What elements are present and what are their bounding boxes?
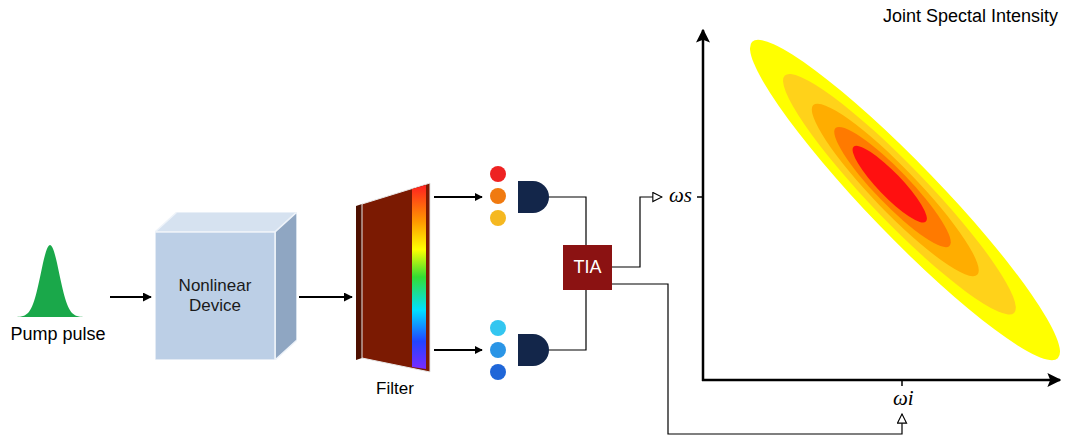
jsi-contour bbox=[845, 138, 935, 229]
wire bbox=[549, 197, 586, 245]
idler-axis-label: ωi bbox=[892, 386, 915, 411]
photon-dot bbox=[490, 188, 506, 204]
beam-arrow bbox=[434, 196, 482, 198]
x-axis bbox=[702, 379, 1060, 382]
tia-body bbox=[563, 245, 612, 290]
jsi-contour bbox=[765, 56, 1035, 332]
photon-dot bbox=[490, 320, 506, 336]
axis-tick bbox=[697, 196, 703, 198]
node-label: Pump pulse bbox=[0, 324, 118, 345]
node-label: TIA bbox=[563, 245, 612, 290]
filter-shape bbox=[356, 182, 434, 402]
detector-symbol bbox=[518, 181, 549, 213]
flow-arrow bbox=[299, 296, 352, 298]
node-label: Filter bbox=[346, 379, 444, 399]
jsi-plot bbox=[726, 17, 1066, 384]
cube-side bbox=[275, 212, 297, 360]
filter-panel: Filter bbox=[356, 182, 434, 402]
plot-title: Joint Spectal Intensity bbox=[883, 6, 1058, 27]
beam-arrow bbox=[434, 349, 482, 351]
pulse-curve bbox=[8, 245, 92, 317]
filter-edge bbox=[356, 204, 362, 360]
detector-symbol bbox=[518, 334, 549, 366]
spectrum-strip bbox=[412, 185, 426, 369]
photon-dot bbox=[490, 210, 506, 226]
signal-wire bbox=[612, 284, 902, 434]
signal-wire bbox=[612, 197, 662, 267]
cube-top bbox=[155, 212, 297, 232]
amplifier-box: TIA bbox=[563, 245, 612, 290]
photon-dot bbox=[490, 364, 506, 380]
signal-axis-label: ωs bbox=[668, 183, 693, 208]
cube-front bbox=[155, 232, 275, 360]
nonlinear-device-box: Nonlinear Device bbox=[155, 212, 297, 360]
photon-dot bbox=[490, 342, 506, 358]
filter-face bbox=[362, 183, 430, 372]
jsi-contour bbox=[823, 116, 961, 258]
flow-arrow bbox=[110, 296, 151, 298]
wire bbox=[549, 290, 586, 350]
jsi-contour bbox=[797, 90, 993, 290]
photon-dot bbox=[490, 166, 506, 182]
jsi-contour bbox=[726, 17, 1066, 384]
pump-pulse: Pump pulse bbox=[8, 240, 108, 348]
y-axis bbox=[702, 30, 705, 381]
node-label: Nonlinear Device bbox=[161, 232, 269, 360]
